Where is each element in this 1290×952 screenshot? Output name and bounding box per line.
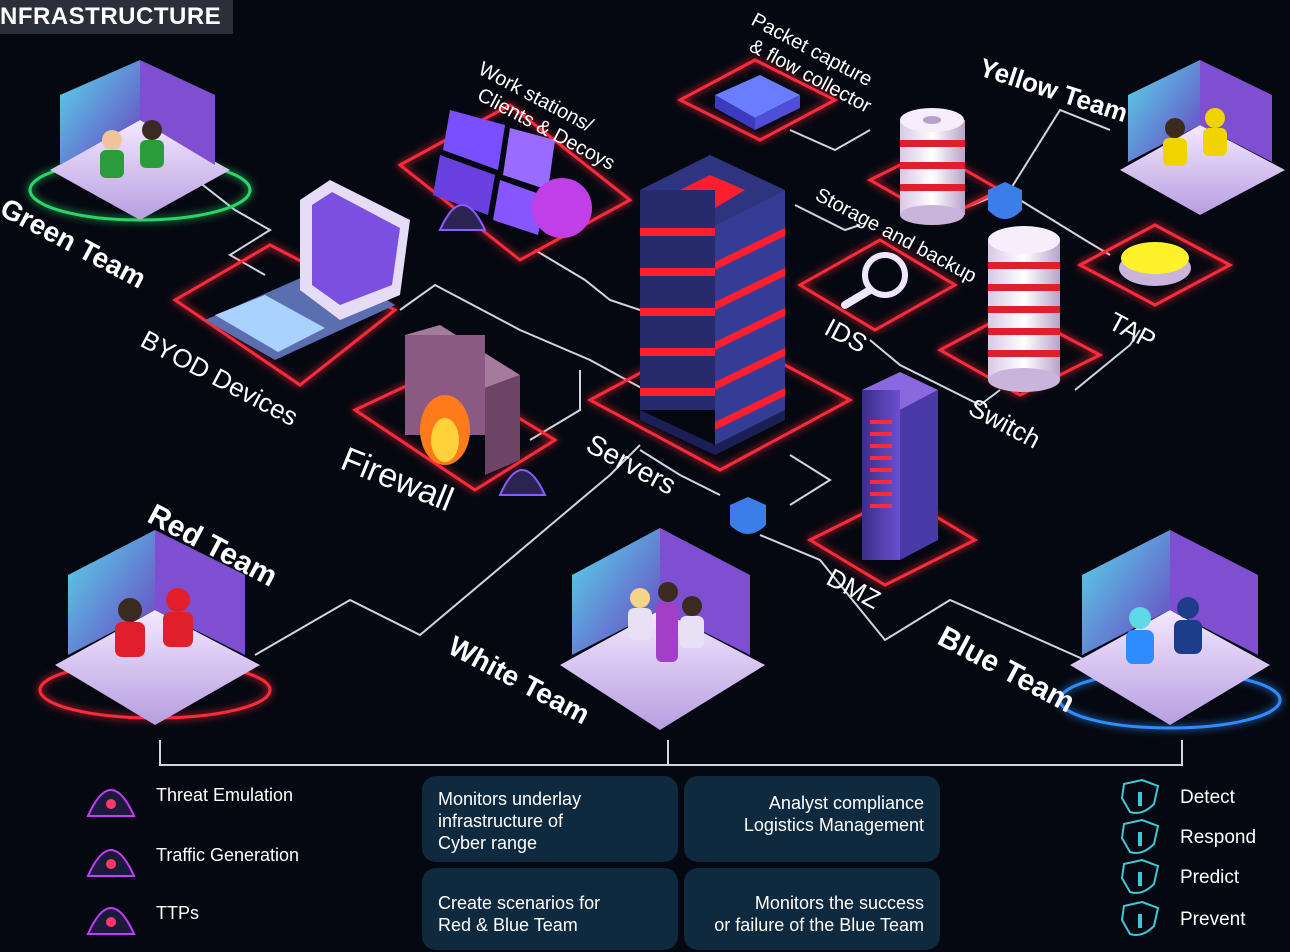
panel-line: or failure of the Blue Team	[714, 915, 924, 935]
white-panel-bottom-right: Monitors the success or failure of the B…	[684, 868, 940, 950]
green-team-room	[28, 60, 252, 222]
panel-line: Logistics Management	[743, 815, 924, 835]
blue-action-item: Respond	[1118, 818, 1256, 858]
hacker-icon	[438, 204, 547, 496]
byod-glow	[172, 243, 398, 387]
servers-icon	[640, 155, 785, 455]
blue-team-room	[1058, 530, 1282, 730]
line-ids-switch	[869, 339, 1001, 407]
ids-glow	[797, 238, 958, 332]
storage-icon	[900, 108, 965, 225]
shield-icon	[1120, 900, 1160, 936]
panel-line: Create scenarios for	[438, 893, 601, 913]
line-dmz-blue	[759, 534, 1086, 661]
hacker-icon	[86, 907, 136, 935]
panel-line: Cyber range	[438, 833, 538, 853]
shield-icon	[1120, 858, 1160, 894]
line-green-byod	[189, 174, 272, 276]
line-switch-tap	[1019, 199, 1111, 256]
line-servers-storage	[794, 204, 861, 232]
blue-action-item: Detect	[1118, 778, 1235, 818]
tap-glow	[1076, 223, 1234, 307]
page-title: NFRASTRUCTURE	[0, 0, 234, 34]
firewall-icon	[405, 325, 520, 475]
yellow-team-room	[1120, 60, 1285, 215]
line-switch-tap2	[1074, 329, 1141, 391]
line-byod-servers	[399, 283, 646, 391]
blue-action-item: Prevent	[1118, 900, 1245, 940]
legend-item: Threat Emulation	[84, 772, 293, 818]
packet-capture-icon	[715, 75, 800, 130]
panel-line: Red & Blue Team	[438, 915, 578, 935]
panel-line: Monitors the success	[754, 893, 924, 913]
white-panel-top-left: Monitors underlay infrastructure of Cybe…	[422, 776, 678, 862]
line-servers-dmz	[789, 454, 832, 506]
panel-line: infrastructure of	[438, 811, 564, 831]
shield-icon	[1120, 778, 1160, 814]
legend-item: TTPs	[84, 890, 199, 936]
red-team-room	[38, 530, 272, 725]
line-firewall-servers	[529, 370, 581, 441]
hacker-icon	[86, 789, 136, 817]
workstations-glow	[397, 103, 633, 262]
tap-icon	[1119, 242, 1191, 286]
laptop-icon	[205, 180, 410, 360]
page-title-text: NFRASTRUCTURE	[0, 3, 222, 30]
magnifier-icon	[841, 252, 908, 309]
bracket-line	[159, 740, 1183, 766]
network-lines	[159, 108, 1183, 766]
blue-action-item: Predict	[1118, 858, 1239, 898]
shield-icon	[730, 182, 1022, 534]
line-red-servers	[254, 444, 641, 656]
dmz-rack-icon	[862, 372, 938, 560]
legend-label: Threat Emulation	[156, 784, 294, 805]
line-storage-yellow	[959, 108, 1111, 211]
white-panel-bottom-left: Create scenarios for Red & Blue Team	[422, 868, 678, 950]
line-ws-servers	[534, 249, 641, 311]
hacker-icon	[86, 849, 136, 877]
line-packet-storage	[789, 129, 871, 152]
workstation-logos	[433, 110, 592, 238]
packet-glow	[676, 58, 839, 142]
panel-line: Analyst compliance	[768, 793, 924, 813]
shield-icon	[1120, 818, 1160, 854]
white-panel-top-right: Analyst compliance Logistics Management	[684, 776, 940, 862]
blue-action-label: Detect	[1180, 787, 1235, 808]
blue-action-label: Prevent	[1180, 909, 1246, 930]
legend-label: TTPs	[156, 902, 199, 923]
panel-line: Monitors underlay	[438, 789, 582, 809]
blue-action-label: Predict	[1180, 867, 1240, 888]
switch-icon	[988, 226, 1060, 392]
legend-label: Traffic Generation	[156, 844, 300, 865]
blue-action-label: Respond	[1180, 827, 1257, 848]
line-white-servers	[639, 449, 721, 496]
white-team-room	[560, 528, 765, 730]
legend-item: Traffic Generation	[84, 832, 299, 878]
